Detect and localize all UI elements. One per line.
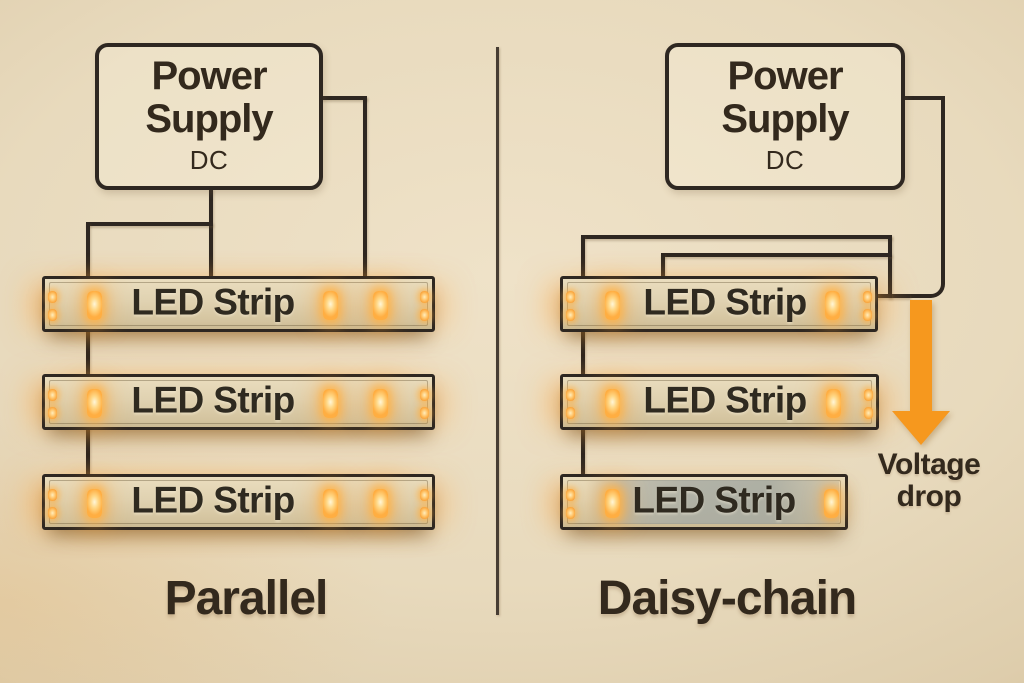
led-chip-icon xyxy=(323,489,338,518)
led-chip-icon xyxy=(605,489,620,518)
wire-psu-bottom-left xyxy=(209,188,213,280)
wire-inner-bracket-left xyxy=(661,253,665,280)
led-dot-icon xyxy=(48,291,57,303)
led-dot-icon xyxy=(863,291,872,303)
led-dot-icon xyxy=(48,507,57,519)
wire-strip2-strip3-left xyxy=(86,426,90,478)
strip-inner-outline xyxy=(49,480,428,524)
caption-parallel: Parallel xyxy=(164,572,329,625)
strip-inner-outline xyxy=(567,380,872,424)
led-strip-label: LED Strip xyxy=(632,479,796,521)
wire-strip1-strip2-left xyxy=(86,328,90,378)
led-chip-icon xyxy=(87,489,102,518)
led-strip-label: LED Strip xyxy=(643,379,807,421)
wire-inner-bracket-top xyxy=(661,253,892,257)
strip-inner-outline xyxy=(49,282,428,326)
led-strip-label: LED Strip xyxy=(131,281,295,323)
wire-outer-bracket-top xyxy=(581,235,892,239)
led-dot-icon xyxy=(48,389,57,401)
led-dot-icon xyxy=(566,309,575,321)
led-dot-icon xyxy=(566,489,575,501)
led-strip-label: LED Strip xyxy=(643,281,807,323)
strip-inner-outline xyxy=(567,282,871,326)
led-chip-icon xyxy=(605,291,620,320)
wire-junction-right xyxy=(876,294,910,298)
power-supply-box-left: Power Supply DC xyxy=(95,43,323,190)
wire-branch-horizontal-left xyxy=(86,222,213,226)
led-chip-icon xyxy=(373,489,388,518)
power-supply-dc-label: DC xyxy=(189,145,229,175)
led-chip-icon xyxy=(826,389,841,418)
voltage-drop-dim-overlay xyxy=(585,480,840,524)
led-dot-icon xyxy=(566,389,575,401)
wire-psu-elbow-right xyxy=(905,96,945,298)
led-chip-icon xyxy=(87,389,102,418)
led-strip-label: LED Strip xyxy=(131,379,295,421)
power-supply-title: Power Supply xyxy=(721,54,849,141)
led-strip-right-1: LED Strip xyxy=(560,276,878,332)
led-chip-icon xyxy=(323,291,338,320)
wire-strip1-strip2-right xyxy=(581,328,585,378)
led-chip-icon xyxy=(825,291,840,320)
led-strip-left-3: LED Strip xyxy=(42,474,435,530)
power-supply-box-right: Power Supply DC xyxy=(665,43,905,190)
led-dot-icon xyxy=(420,389,429,401)
led-chip-icon xyxy=(373,389,388,418)
led-dot-icon xyxy=(566,507,575,519)
voltage-drop-label: Voltage drop xyxy=(877,448,981,513)
arrow-shaft xyxy=(910,300,932,413)
led-dot-icon xyxy=(864,407,873,419)
wire-bracket-right-vertical xyxy=(888,235,892,298)
led-dot-icon xyxy=(48,489,57,501)
led-dot-icon xyxy=(420,507,429,519)
wire-psu-right-horizontal-left xyxy=(321,96,367,100)
wire-outer-bracket-left xyxy=(581,235,585,280)
led-chip-icon xyxy=(87,291,102,320)
wire-psu-right-vertical-left xyxy=(363,96,367,280)
led-chip-icon xyxy=(323,389,338,418)
power-supply-dc-label: DC xyxy=(765,145,805,175)
led-dot-icon xyxy=(420,309,429,321)
power-supply-title: Power Supply xyxy=(145,54,273,141)
led-dot-icon xyxy=(566,291,575,303)
led-chip-icon xyxy=(824,489,839,518)
led-dot-icon xyxy=(420,291,429,303)
panel-divider xyxy=(496,47,499,615)
strip-inner-outline xyxy=(49,380,428,424)
led-dot-icon xyxy=(48,407,57,419)
led-dot-icon xyxy=(420,407,429,419)
led-chip-icon xyxy=(373,291,388,320)
caption-daisy-chain: Daisy-chain xyxy=(597,572,857,625)
led-strip-label: LED Strip xyxy=(131,479,295,521)
led-dot-icon xyxy=(566,407,575,419)
led-dot-icon xyxy=(48,309,57,321)
led-dot-icon xyxy=(864,389,873,401)
led-strip-right-2: LED Strip xyxy=(560,374,879,430)
wire-strip2-strip3-right xyxy=(581,426,585,478)
led-dot-icon xyxy=(420,489,429,501)
wire-branch-vertical-left xyxy=(86,222,90,280)
led-strip-right-3-dimmed: LED Strip xyxy=(560,474,848,530)
led-dot-icon xyxy=(863,309,872,321)
led-strip-left-1: LED Strip xyxy=(42,276,435,332)
led-chip-icon xyxy=(605,389,620,418)
arrow-down-icon xyxy=(892,411,950,445)
led-strip-left-2: LED Strip xyxy=(42,374,435,430)
